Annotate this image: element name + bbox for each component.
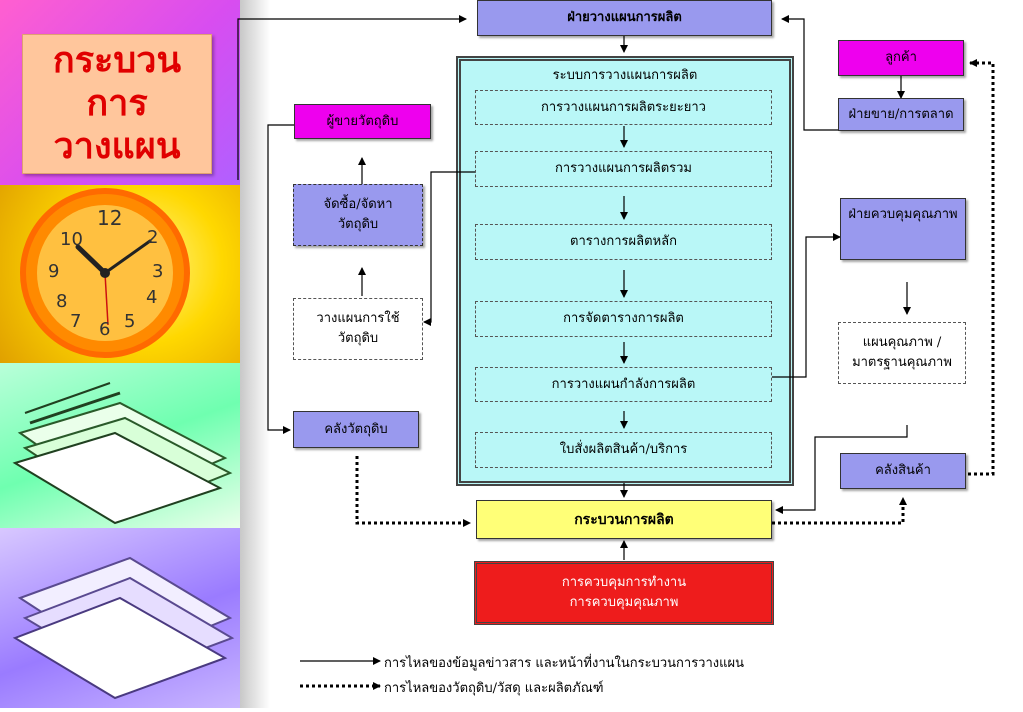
system-step-6: ใบสั่งผลิตสินค้า/บริการ: [475, 432, 772, 468]
system-step-4: การจัดตารางการผลิต: [475, 301, 772, 337]
sales-marketing-label: ฝ่ายขาย/การตลาด: [848, 106, 954, 122]
sidebar: 12 10 2 9 3 8 4 7 6 5 กระบวน การ วา: [0, 0, 240, 708]
quality-control-dept-box: ฝ่ายควบคุมคุณภาพ: [840, 198, 966, 260]
svg-text:4: 4: [146, 287, 157, 308]
purchasing-label-2: วัตถุดิบ: [337, 217, 379, 232]
system-step-5: การวางแผนกำลังการผลิต: [475, 367, 772, 402]
sidebar-panel-papers-green: [0, 363, 240, 528]
planning-system-frame: [456, 56, 794, 486]
sidebar-shadow: [240, 0, 270, 708]
svg-text:8: 8: [56, 291, 67, 312]
planning-system-title: ระบบการวางแผนการผลิต: [552, 68, 698, 83]
product-store-box: คลังสินค้า: [840, 453, 966, 489]
supplier-box: ผู้ขายวัตถุดิบ: [294, 104, 431, 139]
work-control-label: การควบคุมการทำงาน: [561, 575, 687, 590]
production-planning-dept-label: ฝ่ายวางแผนการผลิต: [567, 10, 682, 25]
svg-text:5: 5: [124, 311, 135, 332]
purchasing-label-1: จัดซื้อ/จัดหา: [323, 197, 393, 212]
svg-text:2: 2: [147, 227, 158, 248]
sales-marketing-box: ฝ่ายขาย/การตลาด: [838, 98, 964, 131]
material-planning-box: วางแผนการใช้ วัตถุดิบ: [293, 298, 423, 360]
svg-text:12: 12: [97, 206, 122, 230]
svg-text:3: 3: [152, 261, 163, 282]
system-step-2-label: การวางแผนการผลิตรวม: [554, 161, 692, 176]
raw-material-store-label: คลังวัตถุดิบ: [324, 421, 388, 437]
svg-text:6: 6: [99, 319, 110, 340]
title-line-3: วางแผน: [53, 125, 181, 167]
legend-material-flow: การไหลของวัตถุดิบ/วัสดุ และผลิตภัณฑ์: [384, 681, 604, 696]
legend-info-flow: การไหลของข้อมูลข่าวสาร และหน้าที่งานในกร…: [384, 656, 745, 671]
system-step-1-label: การวางแผนการผลิตระยะยาว: [541, 99, 706, 115]
svg-text:7: 7: [70, 311, 81, 332]
system-step-1: การวางแผนการผลิตระยะยาว: [475, 90, 772, 125]
raw-material-store-box: คลังวัตถุดิบ: [293, 411, 419, 448]
material-planning-label-1: วางแผนการใช้: [316, 311, 400, 326]
quality-control-label: การควบคุมคุณภาพ: [569, 595, 679, 610]
supplier-label: ผู้ขายวัตถุดิบ: [326, 113, 399, 129]
product-store-label: คลังสินค้า: [875, 463, 931, 478]
purchasing-box: จัดซื้อ/จัดหา วัตถุดิบ: [293, 184, 423, 246]
customer-box: ลูกค้า: [838, 40, 964, 76]
production-process-box: กระบวนการผลิต: [476, 500, 772, 539]
clock-icon: 12 10 2 9 3 8 4 7 6 5: [20, 188, 190, 358]
system-step-2: การวางแผนการผลิตรวม: [475, 151, 772, 187]
system-step-5-label: การวางแผนกำลังการผลิต: [551, 376, 696, 392]
customer-label: ลูกค้า: [885, 50, 917, 65]
svg-text:10: 10: [60, 229, 83, 250]
svg-text:9: 9: [48, 261, 59, 282]
quality-plan-label-2: มาตรฐานคุณภาพ: [852, 355, 952, 370]
sidebar-panel-clock: 12 10 2 9 3 8 4 7 6 5: [0, 185, 240, 363]
system-step-3: ตารางการผลิตหลัก: [475, 224, 772, 260]
material-planning-label-2: วัตถุดิบ: [337, 331, 379, 346]
system-step-3-label: ตารางการผลิตหลัก: [570, 234, 677, 249]
page-title: กระบวน การ วางแผน: [22, 34, 212, 174]
paper-stack-icon: [12, 556, 235, 700]
control-box: การควบคุมการทำงาน การควบคุมคุณภาพ: [474, 561, 774, 625]
quality-plan-label-1: แผนคุณภาพ /: [862, 335, 942, 350]
quality-control-dept-label: ฝ่ายควบคุมคุณภาพ: [848, 207, 958, 222]
production-process-label: กระบวนการผลิต: [574, 511, 674, 528]
title-line-1: กระบวน: [52, 39, 182, 81]
quality-plan-box: แผนคุณภาพ / มาตรฐานคุณภาพ: [838, 322, 966, 384]
system-step-6-label: ใบสั่งผลิตสินค้า/บริการ: [559, 442, 688, 457]
paper-stack-icon: [12, 382, 233, 525]
production-planning-dept: ฝ่ายวางแผนการผลิต: [477, 0, 772, 36]
system-step-4-label: การจัดตารางการผลิต: [563, 311, 684, 326]
sidebar-panel-papers-purple: [0, 528, 240, 708]
title-line-2: การ: [86, 82, 148, 124]
